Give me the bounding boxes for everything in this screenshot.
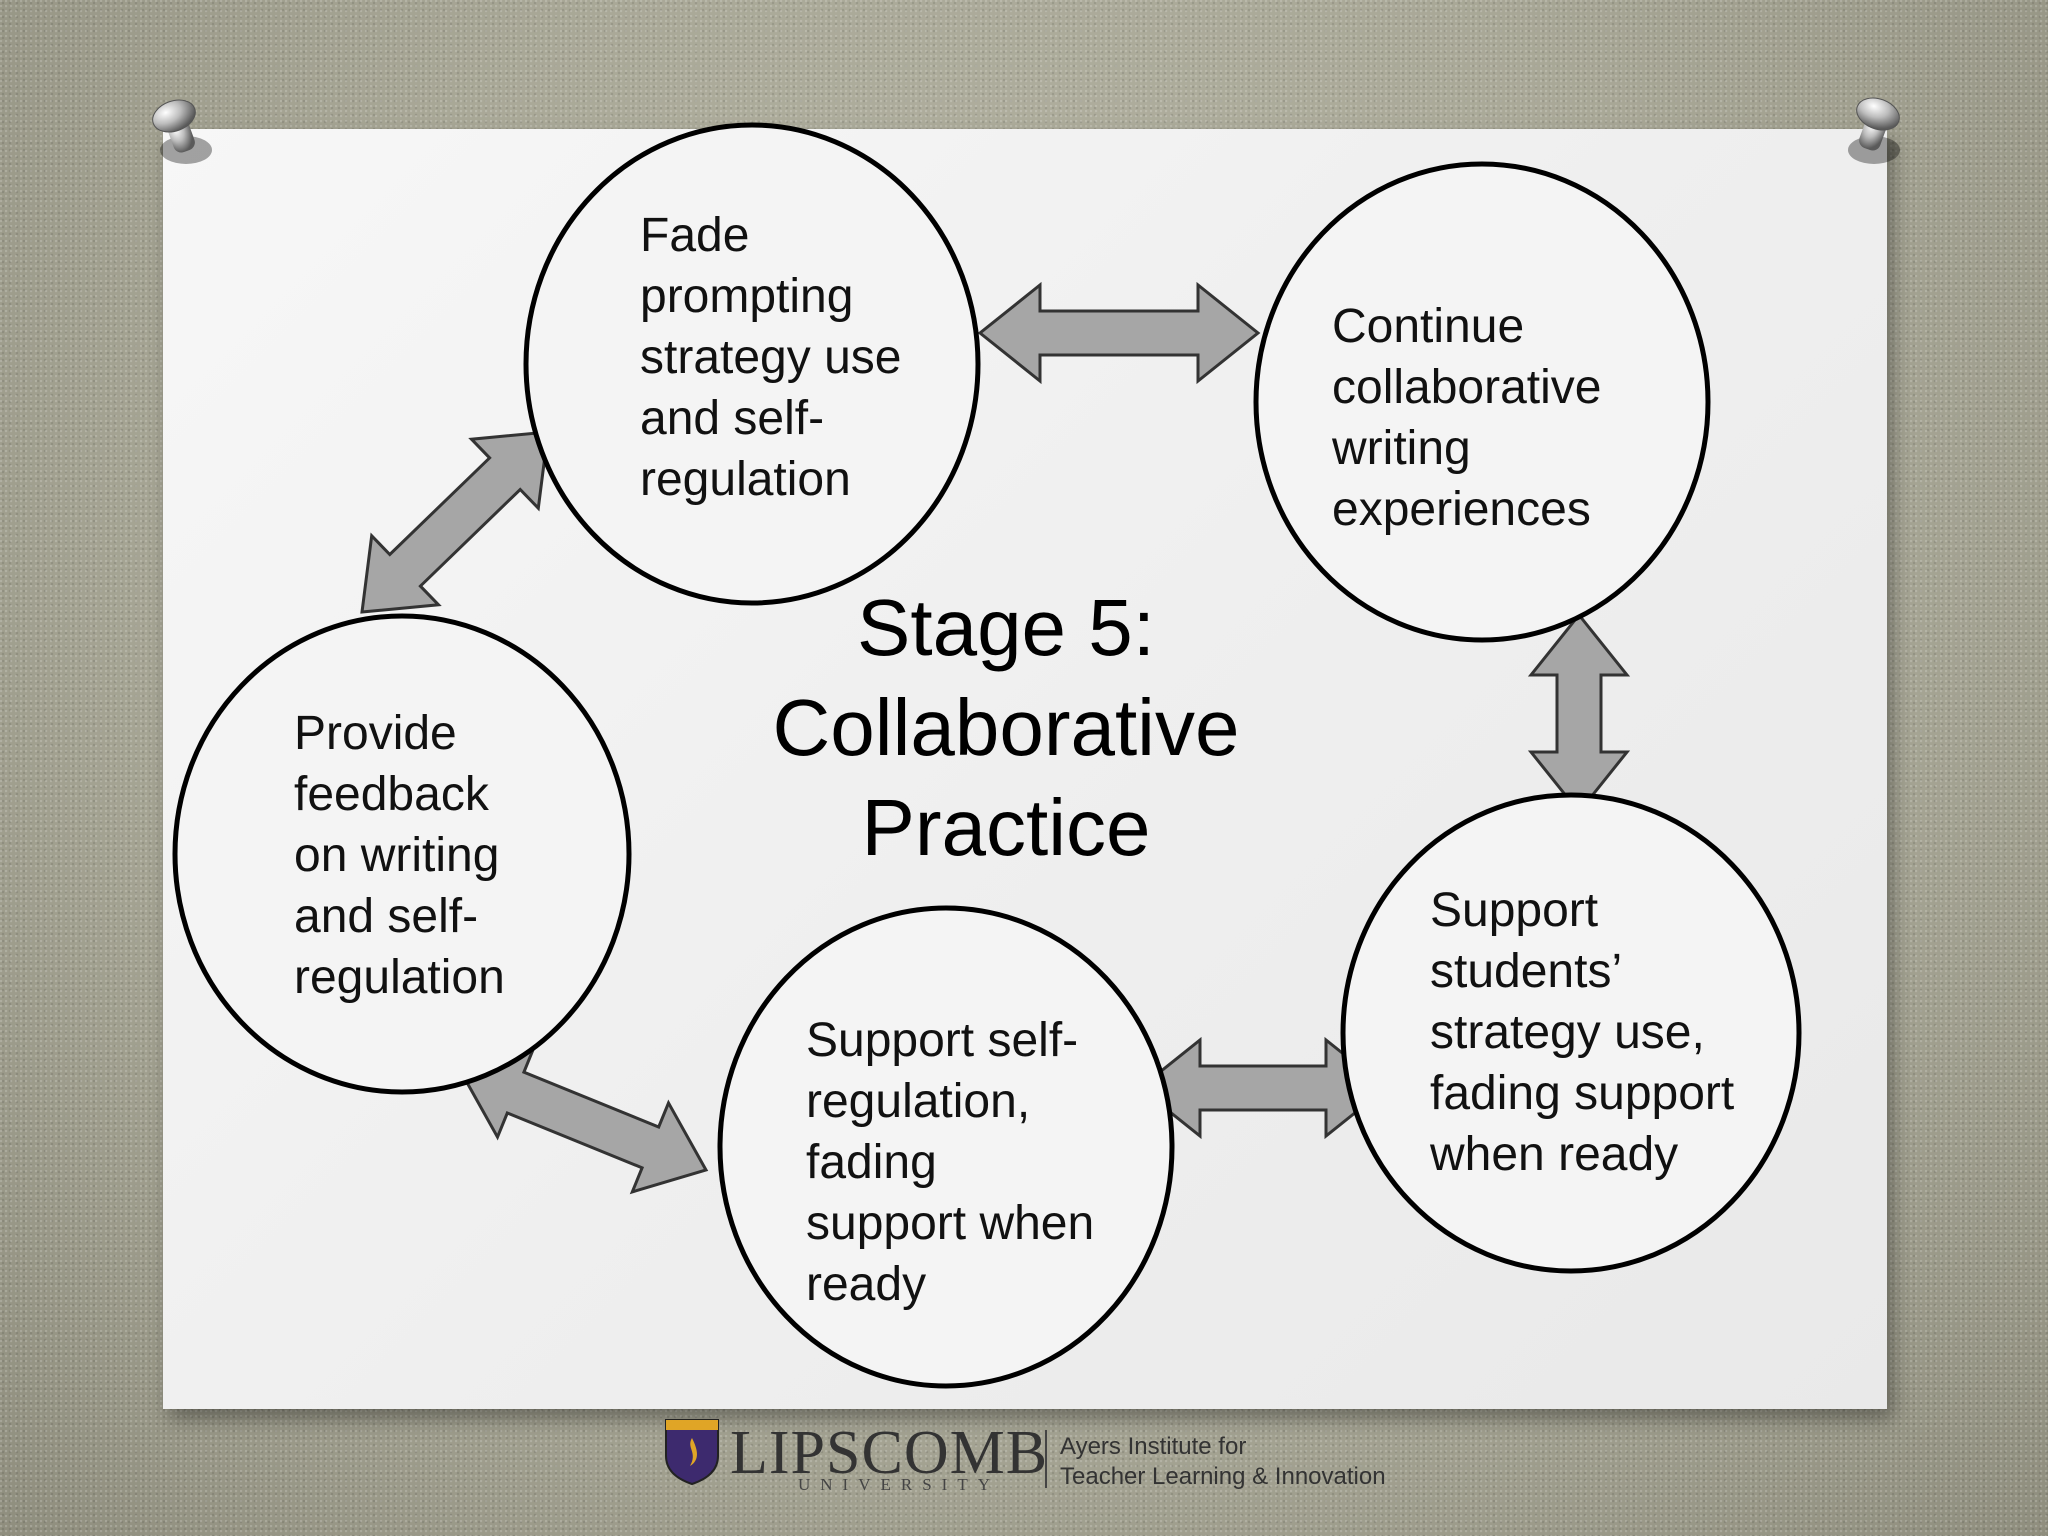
node-feedback-line: and self- bbox=[294, 890, 479, 943]
node-circle-support-students bbox=[1340, 792, 1802, 1274]
institute-line: Ayers Institute for bbox=[1060, 1433, 1247, 1460]
node-support-students-line: students’ bbox=[1430, 945, 1623, 998]
node-support-students-line: strategy use, bbox=[1430, 1006, 1705, 1059]
node-feedback-line: Provide bbox=[294, 707, 457, 760]
node-continue-line: collaborative bbox=[1332, 361, 1602, 414]
pin-icon-left bbox=[152, 99, 212, 164]
node-circle-feedback bbox=[172, 613, 632, 1095]
node-continue-line: writing bbox=[1332, 422, 1471, 475]
node-fade-line: prompting bbox=[640, 270, 854, 323]
arrows-group bbox=[360, 281, 1631, 1195]
node-continue: Continue collaborative writing experienc… bbox=[1332, 296, 1601, 540]
logo-sub: UNIVERSITY bbox=[798, 1475, 1000, 1494]
node-fade-line: Fade bbox=[640, 209, 750, 262]
node-support-self: Support self- regulation, fading support… bbox=[806, 1010, 1094, 1315]
node-circle-fade bbox=[523, 122, 981, 606]
institute-name: Ayers Institute for Teacher Learning & I… bbox=[1060, 1432, 1386, 1492]
node-support-self-line: ready bbox=[806, 1258, 927, 1311]
node-fade-line: regulation bbox=[640, 453, 851, 506]
node-feedback: Provide feedback on writing and self- re… bbox=[294, 703, 505, 1008]
logo-divider bbox=[1045, 1430, 1047, 1488]
node-support-self-line: Support self- bbox=[806, 1014, 1079, 1067]
title-line: Practice bbox=[861, 783, 1151, 872]
node-support-self-line: regulation, bbox=[806, 1075, 1031, 1128]
node-feedback-line: regulation bbox=[294, 951, 505, 1004]
node-support-students: Support students’ strategy use, fading s… bbox=[1430, 880, 1734, 1185]
node-feedback-line: feedback bbox=[294, 768, 489, 821]
footer-logo: LIPSCOMB UNIVERSITY Ayers Institute for … bbox=[660, 1412, 1420, 1494]
node-continue-line: experiences bbox=[1332, 483, 1591, 536]
node-fade: Fade prompting strategy use and self- re… bbox=[640, 205, 901, 510]
logo-name: LIPSCOMB bbox=[730, 1419, 1049, 1487]
node-support-students-line: Support bbox=[1430, 884, 1599, 937]
node-continue-line: Continue bbox=[1332, 300, 1525, 353]
diagram-title: Stage 5: Collaborative Practice bbox=[700, 578, 1312, 878]
shield-logo-icon bbox=[665, 1419, 719, 1486]
title-line: Collaborative bbox=[772, 683, 1240, 772]
arrow-feedback-fade bbox=[360, 430, 550, 614]
node-support-students-line: fading support bbox=[1430, 1067, 1735, 1120]
node-fade-line: strategy use bbox=[640, 331, 902, 384]
node-support-self-line: support when bbox=[806, 1197, 1095, 1250]
node-circle-support-self bbox=[717, 905, 1175, 1389]
node-feedback-line: on writing bbox=[294, 829, 500, 882]
institute-line: Teacher Learning & Innovation bbox=[1060, 1463, 1386, 1490]
node-fade-line: and self- bbox=[640, 392, 825, 445]
node-support-students-line: when ready bbox=[1430, 1128, 1679, 1181]
node-circle-continue bbox=[1253, 161, 1711, 643]
node-support-self-line: fading bbox=[806, 1136, 937, 1189]
circles-group bbox=[172, 122, 1802, 1389]
arrow-continue-support-students bbox=[1527, 612, 1631, 815]
arrow-fade-continue bbox=[977, 281, 1261, 385]
pin-icon-right bbox=[1848, 97, 1900, 164]
title-line: Stage 5: bbox=[856, 583, 1155, 672]
